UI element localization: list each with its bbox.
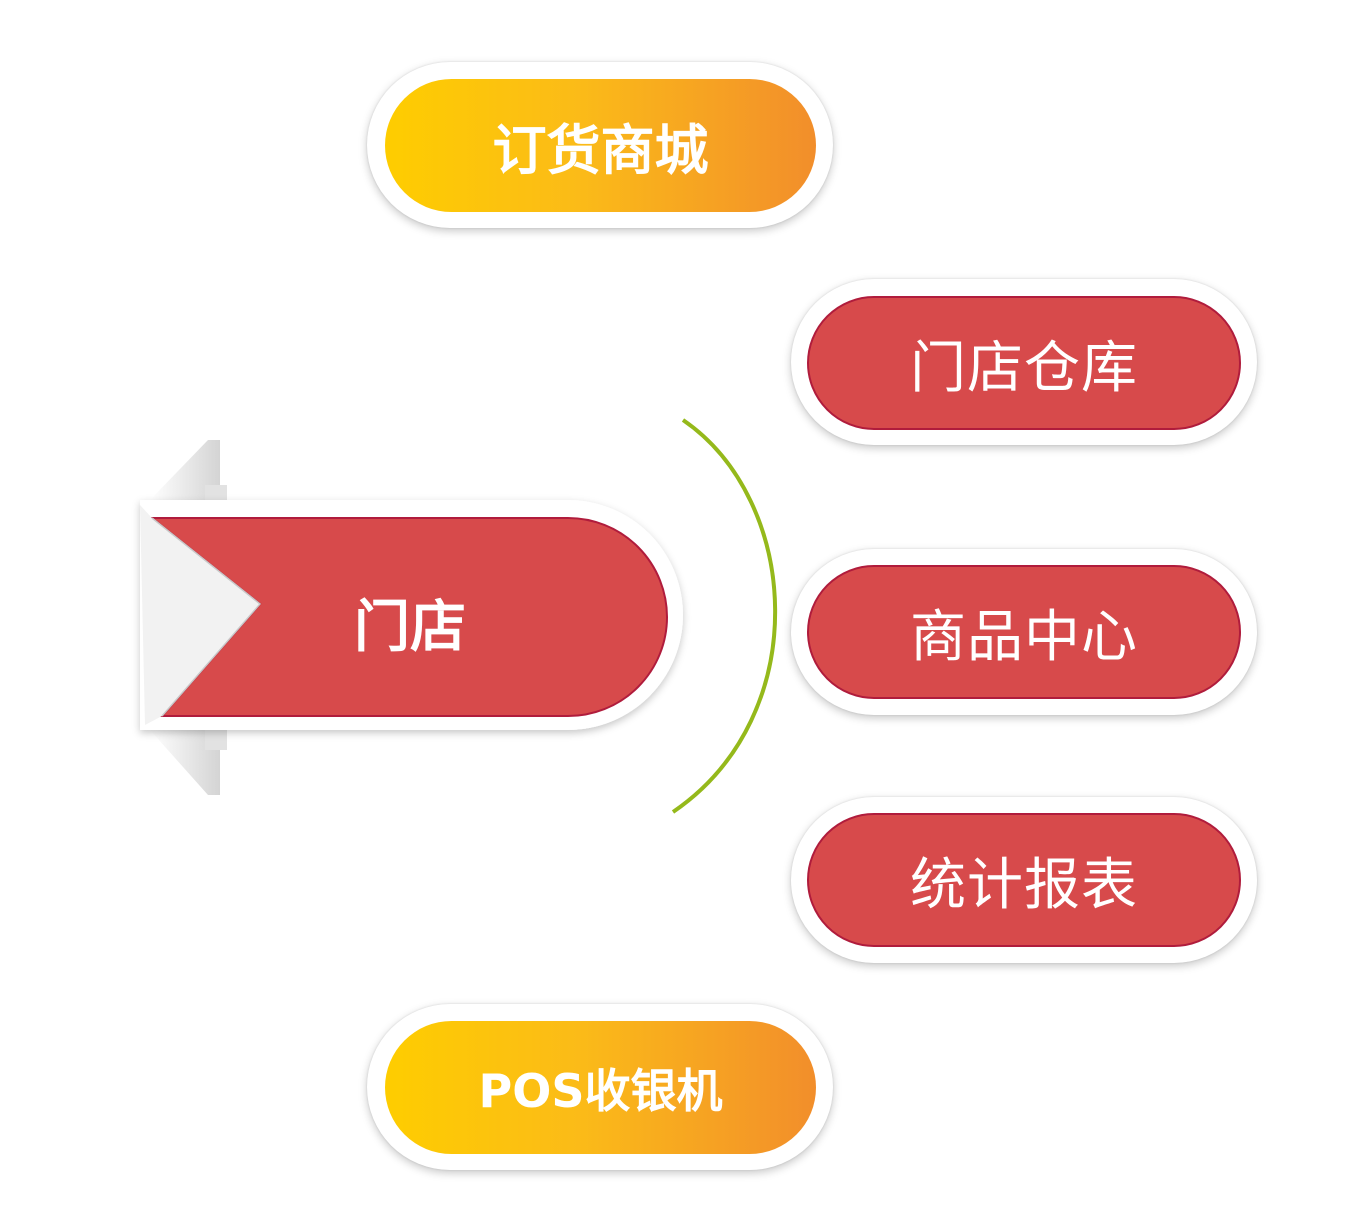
right-node-1-label: 门店仓库 bbox=[910, 335, 1138, 401]
right-node-2-label: 商品中心 bbox=[910, 604, 1138, 670]
right-node-2[interactable]: 商品中心 bbox=[807, 565, 1241, 699]
ribbon-notch-shade bbox=[140, 505, 260, 725]
right-node-1[interactable]: 门店仓库 bbox=[807, 296, 1241, 430]
bottom-node[interactable]: POS收银机 bbox=[385, 1021, 816, 1154]
bottom-node-label: POS收银机 bbox=[478, 1063, 723, 1118]
right-node-3-label: 统计报表 bbox=[910, 852, 1138, 918]
ribbon-fold-bottom bbox=[150, 730, 220, 795]
top-node-label: 订货商城 bbox=[492, 119, 709, 182]
ribbon-body bbox=[149, 517, 668, 717]
right-node-3[interactable]: 统计报表 bbox=[807, 813, 1241, 947]
top-node[interactable]: 订货商城 bbox=[385, 79, 816, 212]
ribbon-fold-top bbox=[150, 440, 220, 500]
connector-arc bbox=[671, 418, 778, 814]
center-node-label: 门店 bbox=[354, 594, 466, 660]
